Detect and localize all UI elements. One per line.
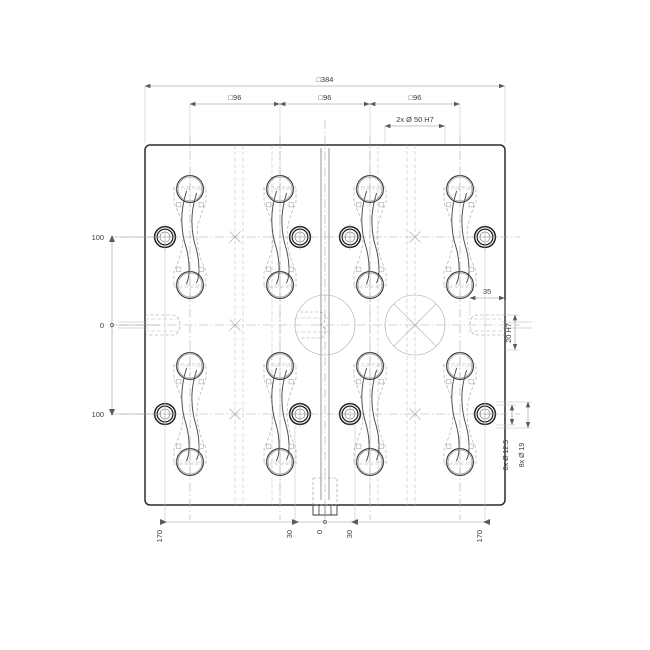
center-runner: [320, 148, 330, 500]
bottom-ordinate-dims: 170 30 0 30 170: [155, 519, 490, 542]
ordinate-bottom-origin: 0: [315, 530, 324, 534]
ordinate-left-top: 100: [92, 233, 104, 242]
top-extension-lines: [144, 86, 506, 143]
dim-pitch-3: □96: [369, 93, 460, 107]
dim-slot-depth-label: 20 H7: [504, 323, 513, 343]
ordinate-left-bottom: 100: [92, 410, 104, 419]
dim-pitch-1: □96: [189, 93, 280, 107]
dim-hole-19: 8x Ø 19: [496, 401, 532, 468]
left-ordinate-dims: 100 0 100: [92, 233, 160, 419]
dim-hole-19-label: 8x Ø 19: [519, 443, 526, 468]
dim-pitch-2: □96: [279, 93, 370, 107]
dim-pitch-1-label: □96: [229, 93, 242, 102]
dim-overall-label: □384: [317, 75, 334, 84]
dim-hole-12-5-label: 8x Ø 12.5: [503, 440, 510, 470]
dim-center-bore-note: 2x Ø 50 H7: [384, 115, 445, 129]
center-bore-left: [294, 294, 356, 356]
dim-slot-depth: 20 H7: [504, 314, 519, 351]
bottom-extension-lines: [164, 248, 486, 520]
ordinate-left-origin: 0: [100, 321, 104, 330]
ordinate-bottom-1: 170: [155, 530, 164, 542]
dim-edge-slot-width: 35: [469, 287, 506, 316]
dim-overall-width: □384: [144, 75, 505, 89]
dim-center-bore-label: 2x Ø 50 H7: [396, 115, 433, 124]
dim-pitch-3-label: □96: [409, 93, 422, 102]
center-bore-right: [384, 294, 446, 356]
dim-hole-12-5: 8x Ø 12.5: [496, 404, 516, 470]
ordinate-bottom-3: 30: [345, 530, 354, 538]
dim-edge-slot-width-label: 35: [483, 287, 491, 296]
left-edge-slot: [118, 314, 182, 336]
dim-pitch-2-label: □96: [319, 93, 332, 102]
ordinate-bottom-2: 30: [285, 530, 294, 538]
ordinate-bottom-4: 170: [475, 530, 484, 542]
